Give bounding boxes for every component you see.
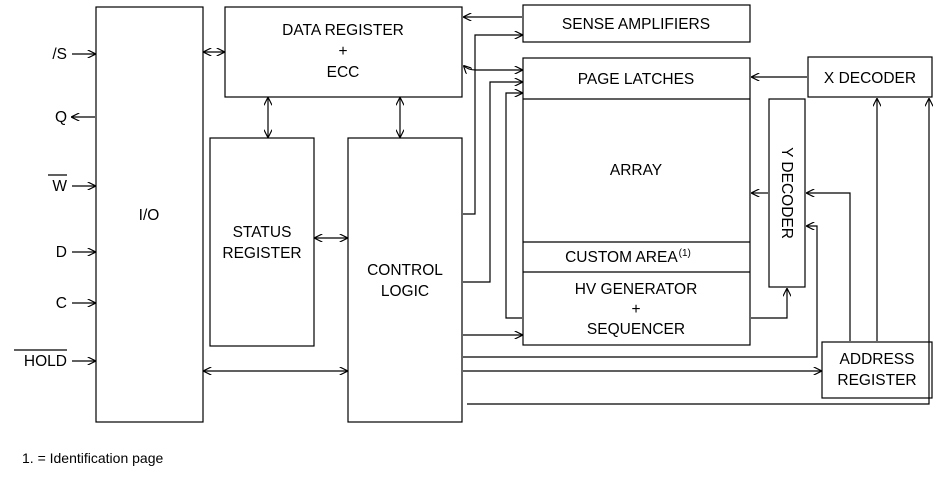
footnote: 1. = Identification page (22, 450, 163, 466)
data-page-latches-link (464, 66, 522, 70)
custom-area-label: CUSTOM AREA(1) (565, 248, 691, 266)
y-decoder-label: Y DECODER (778, 147, 795, 239)
pin-d-label: D (56, 244, 67, 261)
pin-hold-label: HOLD (24, 353, 67, 370)
hv-generator-label: HV GENERATOR (575, 281, 698, 298)
address-register-block (821, 341, 933, 399)
control-to-ydecoder-link (463, 226, 818, 358)
address-register-label-2: REGISTER (837, 372, 916, 389)
hv-generator-plus: + (631, 301, 640, 318)
x-decoder-label: X DECODER (824, 70, 916, 87)
status-register-label-1: STATUS (233, 224, 292, 241)
sense-amplifiers-block (522, 4, 751, 43)
array-label: ARRAY (610, 162, 662, 179)
memory-array-block (522, 57, 751, 346)
control-logic-block (347, 137, 463, 423)
data-register-plus: + (338, 43, 347, 60)
status-register-block (209, 137, 315, 347)
io-label: I/O (139, 207, 160, 224)
address-register-label-1: ADDRESS (840, 351, 915, 368)
y-decoder-block (768, 98, 806, 288)
control-logic-label-1: CONTROL (367, 262, 443, 279)
page-latches-label: PAGE LATCHES (578, 71, 695, 88)
hv-to-page-latches-link (505, 93, 522, 319)
address-to-ydecoder-link (807, 193, 851, 341)
io-block (95, 6, 204, 423)
x-decoder-block (807, 56, 933, 98)
hv-to-ydecoder-link (751, 289, 787, 319)
control-to-xdecoder-link (467, 99, 929, 405)
custom-area-text: CUSTOM AREA (565, 249, 678, 266)
pin-c-label: C (56, 295, 67, 312)
pin-s-label: /S (52, 46, 67, 63)
control-to-sense-link (463, 35, 522, 215)
pin-w-label: W (52, 178, 67, 195)
sense-amplifiers-label: SENSE AMPLIFIERS (562, 16, 710, 33)
custom-area-footnote-mark: (1) (679, 248, 691, 259)
control-to-page-latches-link (463, 82, 522, 283)
control-logic-label-2: LOGIC (381, 283, 429, 300)
ecc-label: ECC (327, 64, 360, 81)
data-register-label: DATA REGISTER (282, 22, 404, 39)
pin-q-label: Q (55, 109, 67, 126)
status-register-label-2: REGISTER (222, 245, 301, 262)
sequencer-label: SEQUENCER (587, 321, 685, 338)
data-register-block (224, 6, 463, 98)
